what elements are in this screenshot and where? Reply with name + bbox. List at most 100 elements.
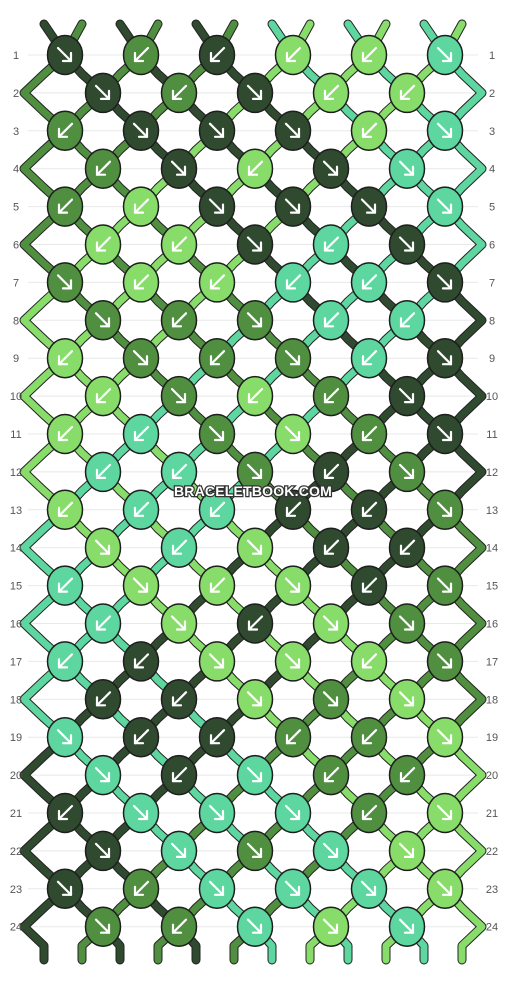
arrow-down-right-icon — [251, 847, 263, 858]
string-label-top: B — [231, 7, 237, 17]
arrow-down-left-icon — [361, 582, 373, 593]
knot — [160, 451, 198, 493]
knot — [388, 679, 426, 720]
string-label-top: C — [307, 7, 314, 17]
arrow-down-left-icon — [323, 393, 335, 404]
arrow-down-right-icon — [327, 165, 339, 176]
arrow-down-right-icon — [441, 809, 453, 821]
knot-arrow-shaft — [246, 766, 263, 783]
knot-arrow-shaft — [133, 46, 150, 63]
knot-arrow-shaft — [284, 425, 301, 442]
knot-arrow-shaft — [94, 312, 111, 328]
arrow-down-right-icon — [137, 355, 149, 366]
knot — [388, 527, 426, 568]
knot-arrow-shaft — [171, 691, 188, 707]
knot — [46, 110, 84, 152]
knot — [198, 868, 236, 910]
knot — [122, 641, 160, 682]
knot-arrow-shaft — [57, 198, 74, 214]
knot-arrow-shaft — [247, 160, 264, 176]
row-label-left: 1 — [13, 50, 19, 62]
arrow-down-left-icon — [95, 696, 107, 707]
string-label-bottom: B — [155, 967, 161, 977]
string-label-bottom: A — [193, 967, 199, 977]
arrow-down-left-icon — [209, 734, 221, 745]
arrow-down-left-icon — [133, 203, 145, 214]
arrow-down-left-icon — [323, 89, 335, 100]
row-label-left: 10 — [10, 391, 22, 403]
arrow-down-left-icon — [57, 658, 69, 669]
arrow-down-left-icon — [285, 51, 297, 63]
knot — [350, 34, 388, 76]
knot-arrow-shaft — [322, 842, 339, 859]
knot — [312, 224, 350, 265]
knot-arrow-shaft — [95, 160, 112, 176]
row-label-left: 22 — [10, 846, 22, 858]
knot-arrow-shaft — [436, 122, 453, 138]
knot-arrow-shaft — [95, 388, 112, 404]
knot-arrow-shaft — [247, 388, 264, 404]
knot-arrow-shaft — [94, 918, 111, 934]
arrow-down-right-icon — [403, 165, 415, 176]
string-label-top: C — [459, 7, 466, 17]
knot-arrow-shaft — [209, 274, 226, 290]
arrow-down-right-icon — [441, 279, 453, 290]
knot — [388, 72, 426, 114]
knot-arrow-shaft — [94, 539, 111, 555]
knot — [426, 262, 464, 303]
knot-arrow-shaft — [436, 274, 453, 290]
knot-arrow-shaft — [361, 274, 378, 290]
arrow-down-left-icon — [95, 165, 107, 176]
arrow-down-left-icon — [323, 544, 335, 555]
arrow-down-left-icon — [133, 734, 145, 745]
knot-arrow-shaft — [398, 388, 415, 404]
arrow-down-right-icon — [99, 772, 111, 783]
knot-arrow-shaft — [94, 84, 111, 101]
knot-arrow-shaft — [398, 691, 415, 707]
knot — [350, 641, 388, 682]
knot — [160, 603, 198, 644]
row-label-right: 2 — [489, 88, 495, 100]
knot-arrow-shaft — [285, 729, 302, 745]
knot — [84, 375, 122, 417]
knot-arrow-shaft — [208, 804, 225, 821]
knot-arrow-shaft — [56, 46, 73, 63]
arrow-down-right-icon — [251, 317, 263, 328]
knot-arrow-shaft — [208, 122, 225, 138]
arrow-down-right-icon — [441, 582, 453, 593]
knot — [46, 489, 84, 531]
knot — [426, 792, 464, 834]
string-label-bottom: C — [459, 967, 466, 977]
knot — [122, 337, 160, 379]
knot-arrow-shaft — [57, 122, 74, 138]
row-label-right: 10 — [486, 391, 498, 403]
arrow-down-right-icon — [327, 847, 339, 858]
knot-arrow-shaft — [132, 122, 149, 138]
arrow-down-right-icon — [289, 885, 301, 896]
knot — [388, 300, 426, 341]
row-label-right: 19 — [486, 732, 498, 744]
row-label-left: 18 — [10, 694, 22, 706]
knot-arrow-shaft — [246, 842, 263, 859]
knot — [122, 716, 160, 758]
arrow-down-right-icon — [213, 203, 225, 214]
knot — [198, 186, 236, 227]
knot — [122, 868, 160, 910]
knot-arrow-shaft — [398, 615, 415, 631]
knot — [198, 110, 236, 152]
knot-arrow-shaft — [57, 804, 74, 821]
arrow-down-right-icon — [441, 430, 453, 442]
knot — [198, 262, 236, 303]
arrow-down-left-icon — [171, 241, 183, 252]
arrow-down-right-icon — [441, 51, 453, 63]
knot — [236, 224, 274, 265]
arrow-down-left-icon — [399, 89, 411, 100]
knot — [350, 186, 388, 227]
knot — [198, 337, 236, 379]
knot-arrow-shaft — [56, 274, 73, 290]
knot — [388, 830, 426, 872]
knot-arrow-shaft — [284, 122, 301, 138]
row-label-left: 19 — [10, 732, 22, 744]
row-label-right: 13 — [486, 505, 498, 517]
knot-arrow-shaft — [436, 198, 453, 214]
